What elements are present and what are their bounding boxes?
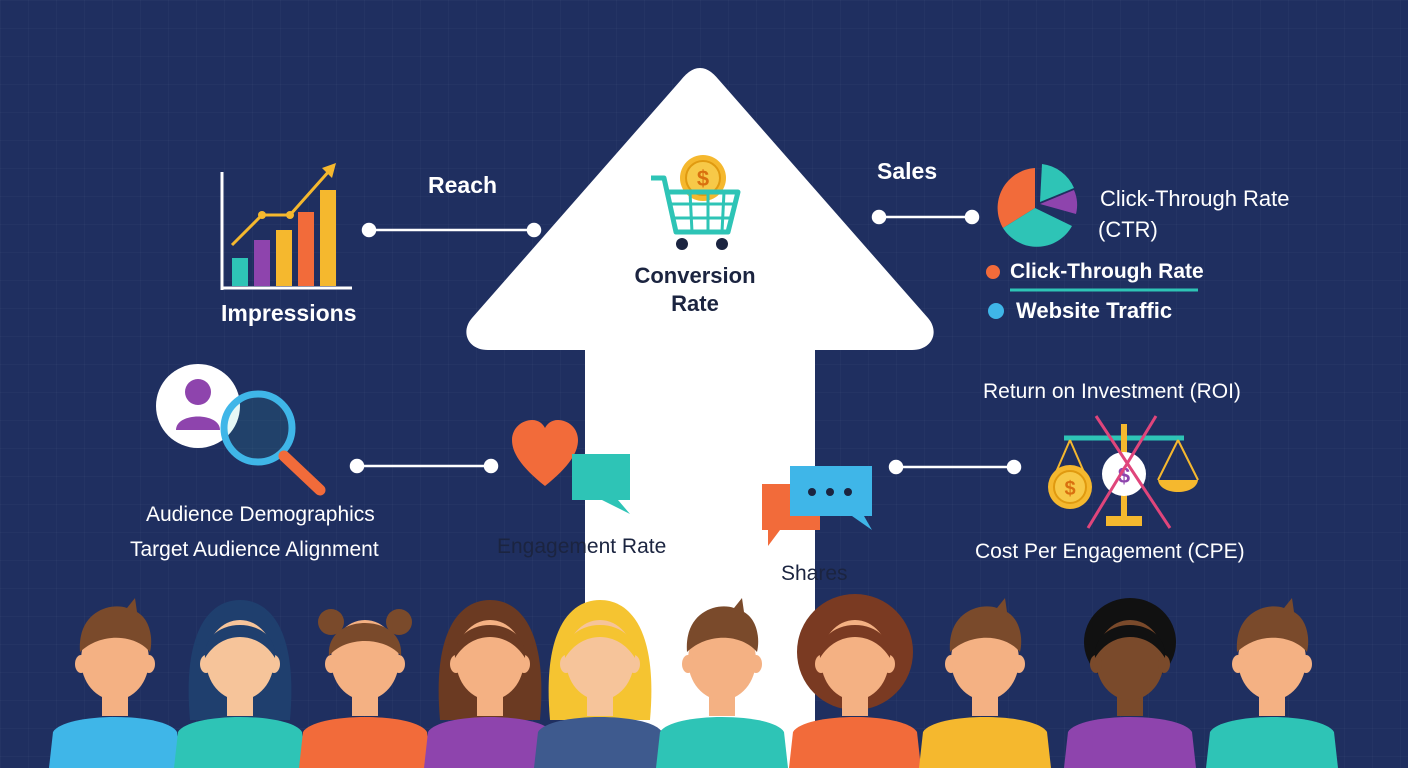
- person-3-bun-right: [386, 609, 412, 635]
- ctr-title-line-1: Click-Through Rate: [1100, 186, 1290, 211]
- person-9-ear-left: [1090, 655, 1102, 673]
- person-3-body: [299, 717, 431, 768]
- website-traffic-dot: [988, 303, 1004, 319]
- person-7-body: [789, 717, 921, 768]
- person-3-ear-left: [325, 655, 337, 673]
- person-4-hair-top: [454, 625, 526, 658]
- target-audience-alignment-label: Target Audience Alignment: [130, 538, 379, 561]
- ctr-legend-dot: [986, 265, 1000, 279]
- person-1-hair: [79, 598, 152, 652]
- sales-label: Sales: [877, 158, 938, 184]
- reach-label: Reach: [428, 172, 498, 198]
- svg-text:$: $: [1064, 478, 1075, 500]
- person-9-ear-right: [1158, 655, 1170, 673]
- conversion-rate-label: Conversion Rate: [600, 262, 790, 318]
- person-2-ear-right: [268, 655, 280, 673]
- impressions-label: Impressions: [221, 300, 357, 326]
- person-4-ear-right: [518, 655, 530, 673]
- person-5-hair-top: [564, 625, 636, 658]
- person-2-body: [174, 717, 306, 768]
- person-10-ear-left: [1232, 655, 1244, 673]
- person-7-hair-top: [819, 625, 891, 658]
- conversion-rate-line-2: Rate: [671, 291, 719, 316]
- shares-label: Shares: [781, 562, 848, 585]
- person-6-hair: [686, 598, 759, 652]
- person-8-hair: [949, 598, 1022, 652]
- audience-demographics-label: Audience Demographics: [146, 503, 375, 526]
- svg-text:$: $: [697, 166, 709, 191]
- person-7-ear-right: [883, 655, 895, 673]
- person-7-ear-left: [815, 655, 827, 673]
- person-9-hair-top: [1094, 625, 1166, 658]
- ctr-title-line-2: (CTR): [1098, 217, 1158, 242]
- person-10-body: [1206, 717, 1338, 768]
- person-10-ear-right: [1300, 655, 1312, 673]
- person-8-ear-left: [945, 655, 957, 673]
- person-3-hair: [328, 623, 402, 656]
- person-5-body: [534, 717, 666, 768]
- engagement-rate-label: Engagement Rate: [497, 535, 667, 558]
- person-1-ear-right: [143, 655, 155, 673]
- svg-text:$: $: [1118, 463, 1130, 488]
- ctr-title-label: Click-Through Rate (CTR): [1098, 183, 1290, 245]
- person-3-bun-left: [318, 609, 344, 635]
- person-5-ear-left: [560, 655, 572, 673]
- person-6-ear-right: [750, 655, 762, 673]
- conversion-rate-line-1: Conversion: [634, 263, 756, 288]
- person-8-ear-right: [1013, 655, 1025, 673]
- person-2-hair-top: [204, 625, 276, 658]
- person-3-ear-right: [393, 655, 405, 673]
- ctr-legend-label: Click-Through Rate: [1010, 260, 1204, 283]
- person-2-ear-left: [200, 655, 212, 673]
- cpe-label: Cost Per Engagement (CPE): [975, 540, 1245, 563]
- person-1-ear-left: [75, 655, 87, 673]
- person-6-ear-left: [682, 655, 694, 673]
- person-6-body: [656, 717, 788, 768]
- person-1-body: [49, 717, 181, 768]
- person-8-body: [919, 717, 1051, 768]
- roi-label: Return on Investment (ROI): [983, 380, 1241, 403]
- person-4-body: [424, 717, 556, 768]
- person-9-body: [1064, 717, 1196, 768]
- person-4-ear-left: [450, 655, 462, 673]
- person-10-hair: [1236, 598, 1309, 652]
- website-traffic-label: Website Traffic: [1016, 298, 1173, 323]
- person-5-ear-right: [628, 655, 640, 673]
